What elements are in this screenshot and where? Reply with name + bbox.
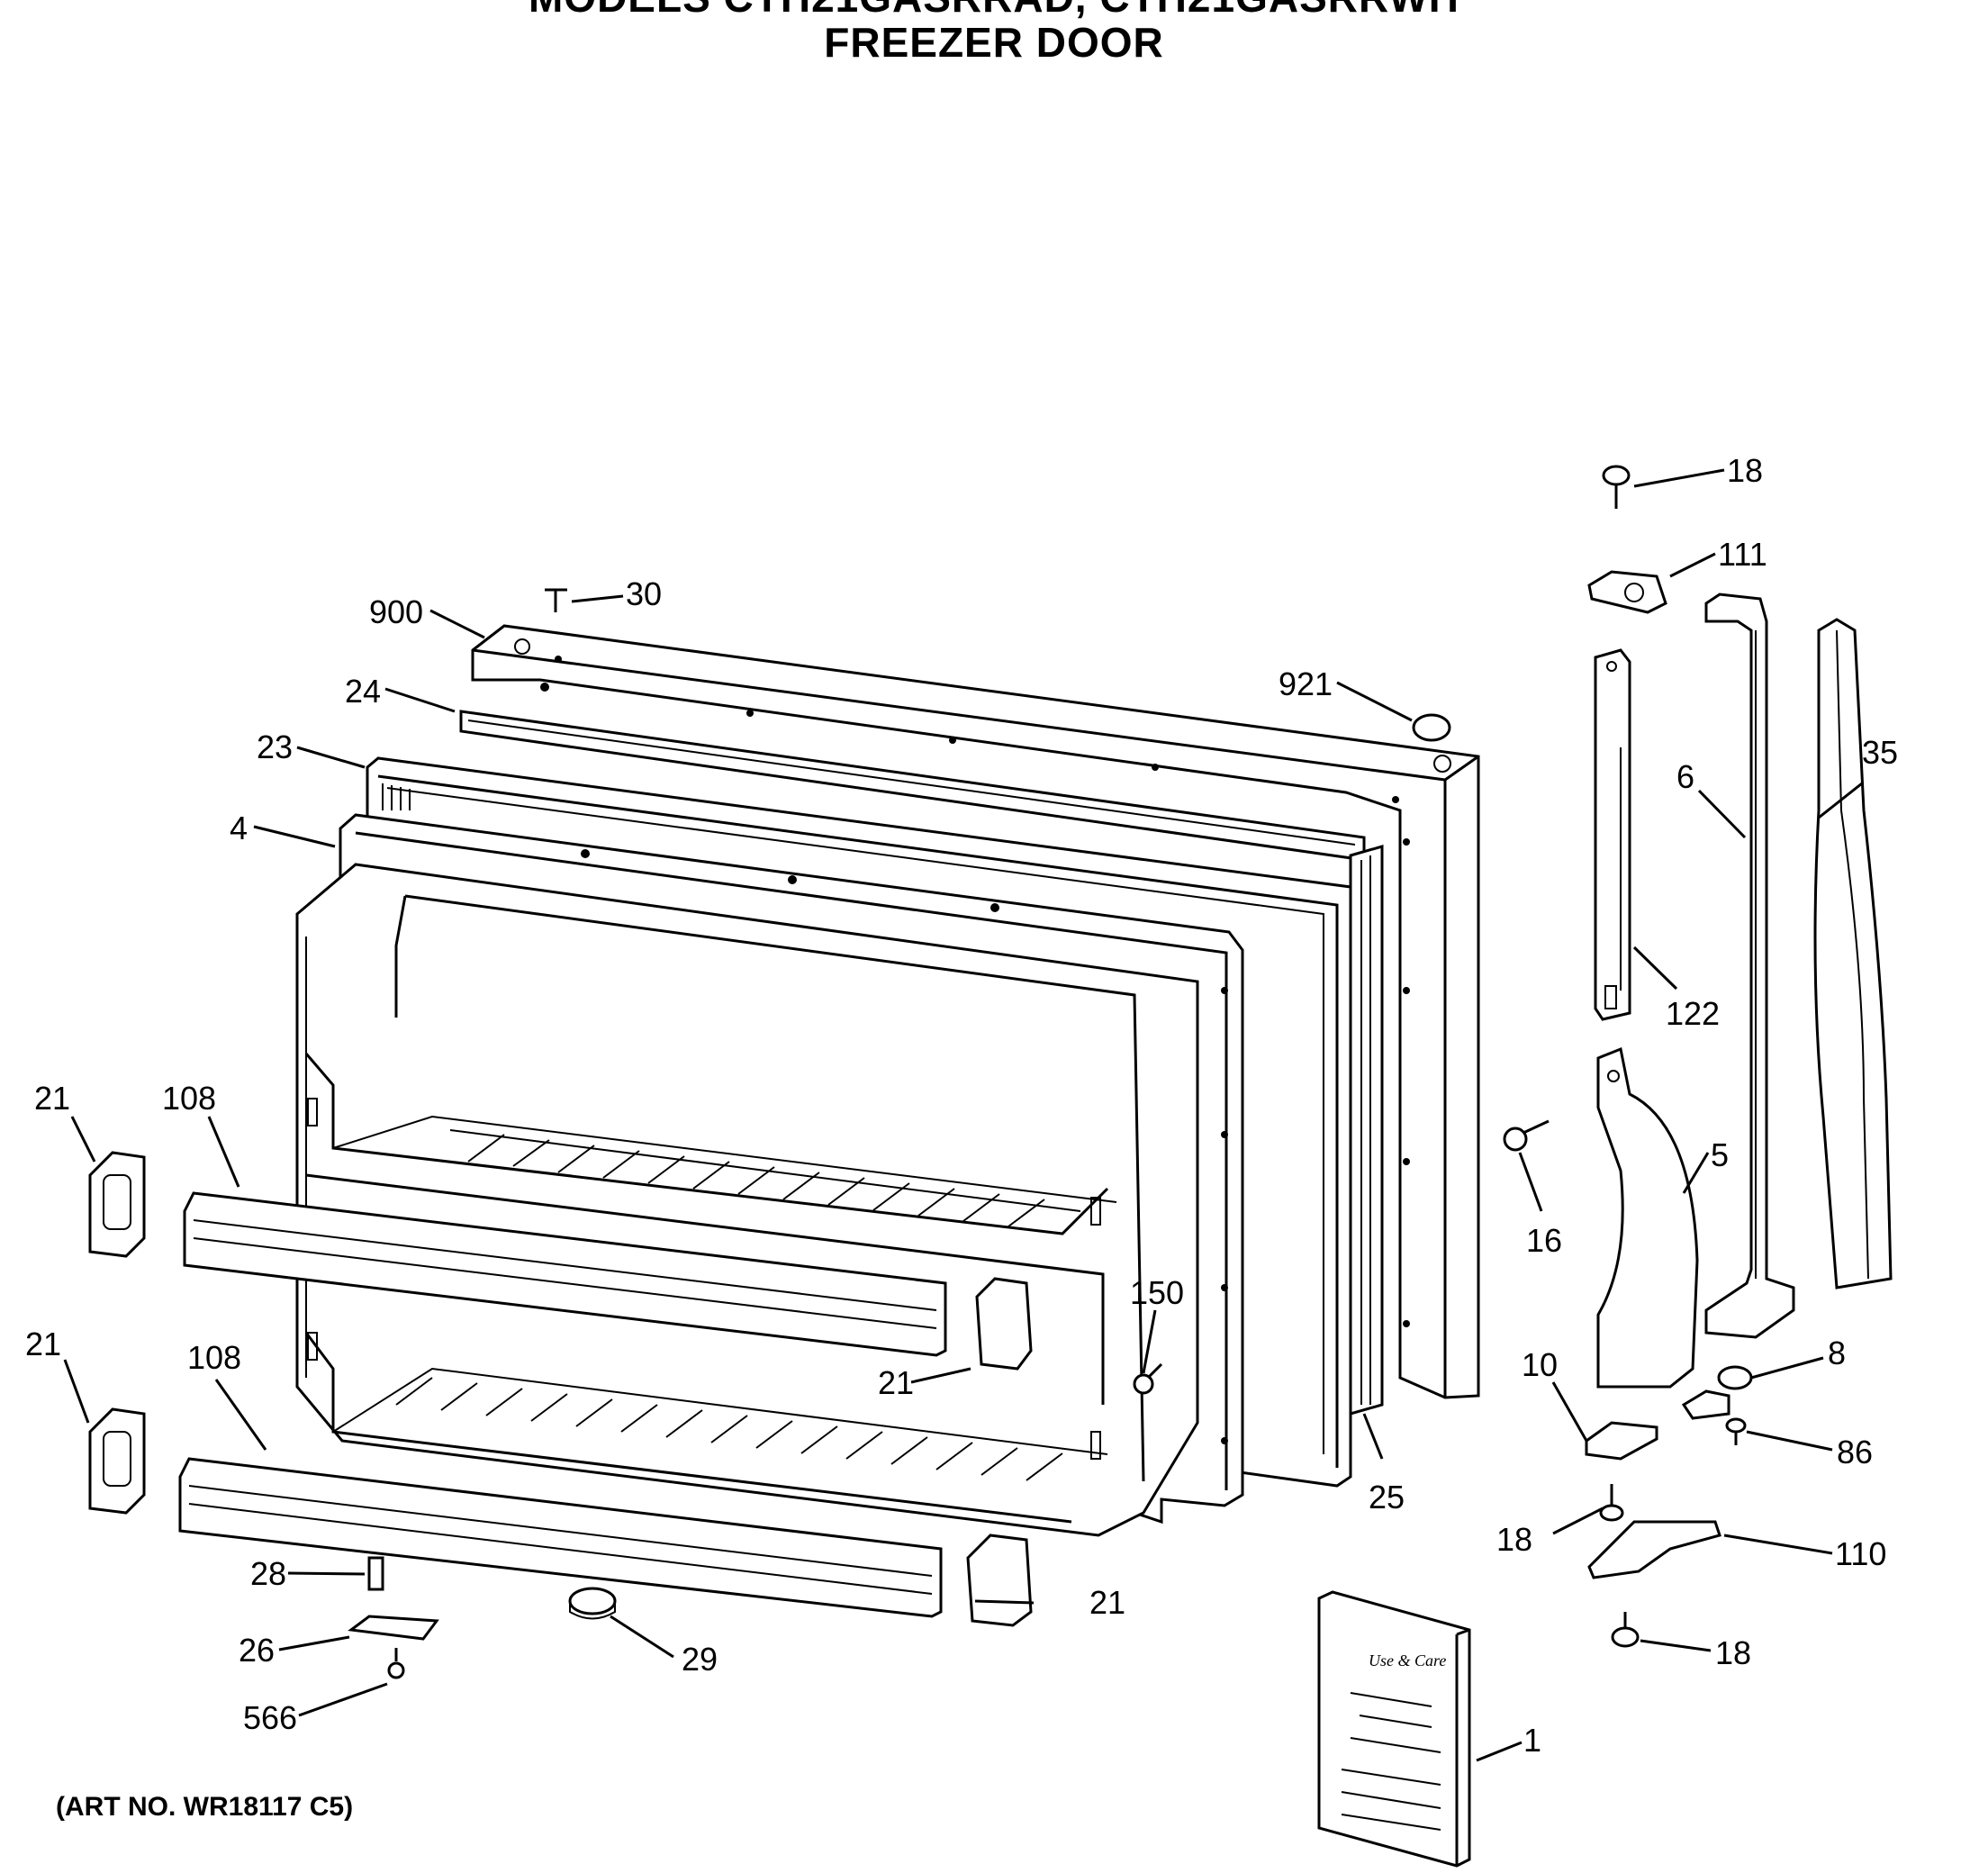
screw-18-mid bbox=[1599, 1484, 1624, 1522]
callout-labels: 900 30 24 23 4 921 18 111 6 35 122 5 16 … bbox=[25, 452, 1898, 1759]
callout-8: 8 bbox=[1828, 1335, 1846, 1371]
callout-26: 26 bbox=[239, 1632, 275, 1669]
callout-10: 10 bbox=[1522, 1346, 1558, 1383]
hinge-plate-26 bbox=[348, 1615, 439, 1641]
handle-35 bbox=[1813, 618, 1893, 1289]
callout-24: 24 bbox=[345, 673, 381, 710]
callout-25: 25 bbox=[1369, 1479, 1405, 1516]
callout-150: 150 bbox=[1130, 1274, 1184, 1311]
seal-strip bbox=[1349, 845, 1384, 1416]
callout-35: 35 bbox=[1862, 734, 1898, 771]
hinge-cover-10 bbox=[1585, 1421, 1658, 1461]
callout-110: 110 bbox=[1835, 1535, 1886, 1572]
screw-16 bbox=[1503, 1119, 1550, 1152]
screw-28 bbox=[367, 1556, 384, 1591]
screw-86 bbox=[1725, 1417, 1747, 1445]
callout-28: 28 bbox=[250, 1555, 286, 1592]
callout-86: 86 bbox=[1837, 1434, 1873, 1470]
outer-door-shell bbox=[471, 624, 1480, 1399]
callout-21-right-upper: 21 bbox=[878, 1364, 914, 1401]
callout-23: 23 bbox=[257, 728, 293, 765]
shelf-end-cap-left-upper bbox=[88, 1151, 146, 1258]
callout-900: 900 bbox=[369, 593, 423, 630]
callout-30: 30 bbox=[626, 575, 662, 612]
callout-122: 122 bbox=[1666, 995, 1720, 1032]
callout-111: 111 bbox=[1718, 536, 1767, 573]
screw-18-bot bbox=[1611, 1612, 1640, 1648]
plug-button-921 bbox=[1412, 713, 1451, 742]
art-number: (ART NO. WR18117 C5) bbox=[56, 1792, 354, 1822]
callout-566: 566 bbox=[243, 1699, 297, 1736]
leader-lines bbox=[63, 468, 1863, 1762]
inner-door-panel bbox=[295, 863, 1199, 1537]
lower-shelf-bar bbox=[178, 1457, 943, 1618]
shelf-end-cap-right-upper bbox=[975, 1277, 1033, 1371]
handle-end-5 bbox=[1596, 1046, 1699, 1389]
owner-manual-1: Use & Care bbox=[1317, 1590, 1471, 1868]
callout-921: 921 bbox=[1279, 665, 1333, 702]
callout-108-lower: 108 bbox=[187, 1339, 241, 1376]
hinge-plate-8 bbox=[1681, 1365, 1753, 1420]
callout-29: 29 bbox=[682, 1641, 718, 1678]
shelf-end-cap-left-lower bbox=[88, 1407, 146, 1515]
callout-4: 4 bbox=[230, 810, 248, 846]
callout-21-left-lower: 21 bbox=[25, 1326, 61, 1362]
callout-21-right-lower: 21 bbox=[1089, 1584, 1125, 1621]
screw-18-top bbox=[1602, 465, 1631, 509]
hinge-110 bbox=[1587, 1520, 1721, 1579]
handle-trim-6 bbox=[1704, 593, 1795, 1339]
manual-heading: Use & Care bbox=[1369, 1651, 1446, 1669]
callout-6: 6 bbox=[1676, 758, 1694, 795]
callout-18-top: 18 bbox=[1727, 452, 1763, 489]
plug-29 bbox=[568, 1587, 617, 1620]
model-line-title: MODELS CTH21GASRRAD, CTH21GASRRWH bbox=[0, 0, 1988, 22]
callout-16: 16 bbox=[1526, 1222, 1562, 1259]
callout-18-bottom: 18 bbox=[1715, 1634, 1751, 1671]
callout-5: 5 bbox=[1711, 1136, 1729, 1173]
shelf-end-cap-right-lower bbox=[966, 1534, 1033, 1627]
upper-shelf-bar bbox=[183, 1191, 947, 1357]
section-title: FREEZER DOOR bbox=[824, 19, 1164, 66]
callout-108-upper: 108 bbox=[162, 1080, 216, 1117]
callout-21-left-upper: 21 bbox=[34, 1080, 70, 1117]
handle-bracket-122 bbox=[1594, 648, 1631, 1021]
callout-1: 1 bbox=[1523, 1722, 1541, 1759]
screw-150 bbox=[1133, 1362, 1163, 1395]
callout-18-mid: 18 bbox=[1496, 1521, 1532, 1558]
screw-30 bbox=[545, 588, 567, 612]
screw-566 bbox=[387, 1648, 405, 1679]
hinge-111 bbox=[1587, 570, 1667, 614]
